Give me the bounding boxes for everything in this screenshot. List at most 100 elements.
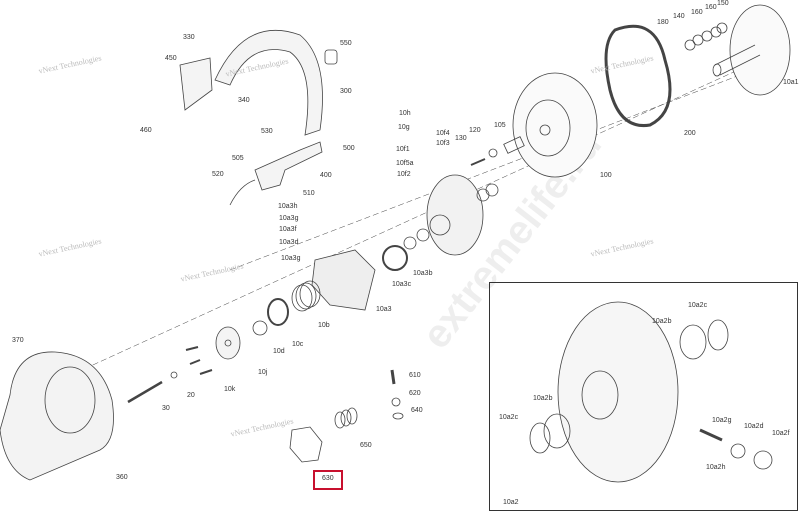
callout-10d[interactable]: 10d <box>273 348 285 355</box>
callout-550[interactable]: 550 <box>340 40 352 47</box>
callout-10a3g[interactable]: 10a3g <box>279 215 299 222</box>
callout-30[interactable]: 30 <box>162 405 170 412</box>
callout-340[interactable]: 340 <box>238 97 250 104</box>
callout-150[interactable]: 150 <box>717 0 729 7</box>
cover-opening <box>44 366 96 434</box>
inset-callout-10a2c[interactable]: 10a2c <box>688 302 708 309</box>
inset-roller-10a2f <box>753 450 773 470</box>
callout-10f2[interactable]: 10f2 <box>397 171 411 178</box>
bolt-30 <box>127 380 163 404</box>
inset-ring-10a2c <box>707 319 729 351</box>
part-550 <box>324 49 338 65</box>
washer-20 <box>170 371 178 379</box>
spider-10a3 <box>311 249 376 311</box>
callout-530[interactable]: 530 <box>261 128 273 135</box>
pulley-100 <box>512 72 598 178</box>
callout-620[interactable]: 620 <box>409 390 421 397</box>
callout-10a3c[interactable]: 10a3c <box>392 281 412 288</box>
spring-650 <box>334 407 358 429</box>
inset-callout-10a2h[interactable]: 10a2h <box>706 464 726 471</box>
movable-sheave-10a2 <box>426 174 484 256</box>
assembly-axis <box>59 59 761 381</box>
callout-140[interactable]: 140 <box>673 13 685 20</box>
shaft <box>714 44 761 76</box>
callout-510[interactable]: 510 <box>303 190 315 197</box>
washer-120 <box>488 148 498 158</box>
detail-inset-10a2 <box>489 282 798 511</box>
highlight-box-630 <box>313 470 343 490</box>
callout-10f4[interactable]: 10f4 <box>436 130 450 137</box>
callout-10a3d[interactable]: 10a3d <box>279 239 299 246</box>
belt-guard-300 <box>214 30 323 136</box>
inset-bushing-10a2b <box>679 324 707 360</box>
inset-callout-10a2c-lower[interactable]: 10a2c <box>499 414 519 421</box>
callout-130[interactable]: 130 <box>455 135 467 142</box>
callout-360[interactable]: 360 <box>116 474 128 481</box>
callout-20[interactable]: 20 <box>187 392 195 399</box>
washer-640 <box>392 412 404 420</box>
inset-callout-10a2b-lower[interactable]: 10a2b <box>533 395 553 402</box>
inset-pin-10a2g <box>699 428 723 442</box>
callout-10a1[interactable]: 10a1 <box>783 79 799 86</box>
pulley-100-inner <box>525 99 571 157</box>
callout-10h[interactable]: 10h <box>399 110 411 117</box>
inset-bushing-10a2b-lower <box>543 413 571 449</box>
sheave-10a1 <box>729 4 791 96</box>
callout-520[interactable]: 520 <box>212 171 224 178</box>
ring-10a3c <box>382 245 408 271</box>
inset-title: 10a2 <box>503 499 519 506</box>
callout-10f5a[interactable]: 10f5a <box>396 160 414 167</box>
callout-450[interactable]: 450 <box>165 55 177 62</box>
callout-400[interactable]: 400 <box>320 172 332 179</box>
inset-callout-10a2g[interactable]: 10a2g <box>712 417 732 424</box>
callout-640[interactable]: 640 <box>411 407 423 414</box>
assembly-axis-upper <box>229 74 741 271</box>
gasket-630 <box>289 426 323 463</box>
callout-10c[interactable]: 10c <box>292 341 304 348</box>
spring-10b <box>291 280 321 312</box>
callout-10b[interactable]: 10b <box>318 322 330 329</box>
callout-10a3g-lower[interactable]: 10a3g <box>281 255 301 262</box>
callout-330[interactable]: 330 <box>183 34 195 41</box>
callout-10a3h[interactable]: 10a3h <box>278 203 298 210</box>
callout-10j[interactable]: 10j <box>258 369 268 376</box>
callout-630[interactable]: 630 <box>322 475 334 482</box>
callout-10a3[interactable]: 10a3 <box>376 306 392 313</box>
cover-10j <box>215 326 241 360</box>
callout-300[interactable]: 300 <box>340 88 352 95</box>
inset-callout-10a2d[interactable]: 10a2d <box>744 423 764 430</box>
callout-160[interactable]: 160 <box>691 9 703 16</box>
callout-100[interactable]: 100 <box>600 172 612 179</box>
inset-callout-10a2b[interactable]: 10a2b <box>652 318 672 325</box>
pulley-hub <box>539 124 551 136</box>
callout-370[interactable]: 370 <box>12 337 24 344</box>
callout-160-b[interactable]: 160 <box>705 4 717 11</box>
part-620 <box>391 397 401 407</box>
callout-10f3[interactable]: 10f3 <box>436 140 450 147</box>
ring-10d <box>252 320 268 336</box>
callout-200[interactable]: 200 <box>684 130 696 137</box>
callout-10g[interactable]: 10g <box>398 124 410 131</box>
callout-10a3f[interactable]: 10a3f <box>279 226 297 233</box>
cover-360 <box>0 351 114 481</box>
callout-120[interactable]: 120 <box>469 127 481 134</box>
callout-610[interactable]: 610 <box>409 372 421 379</box>
cable-520 <box>229 179 256 206</box>
callout-650[interactable]: 650 <box>360 442 372 449</box>
bushing-105 <box>503 136 525 154</box>
screw-130 <box>470 158 486 166</box>
callout-180[interactable]: 180 <box>657 19 669 26</box>
inset-callout-10a2f[interactable]: 10a2f <box>772 430 790 437</box>
callout-505[interactable]: 505 <box>232 155 244 162</box>
cap-10c <box>267 298 289 326</box>
callout-10a3b[interactable]: 10a3b <box>413 270 433 277</box>
inset-roller-10a2d <box>730 443 746 459</box>
callout-10f1[interactable]: 10f1 <box>396 146 410 153</box>
callout-500[interactable]: 500 <box>343 145 355 152</box>
callout-105[interactable]: 105 <box>494 122 506 129</box>
callout-10k[interactable]: 10k <box>224 386 236 393</box>
bolt-610 <box>390 369 396 385</box>
callout-460[interactable]: 460 <box>140 127 152 134</box>
